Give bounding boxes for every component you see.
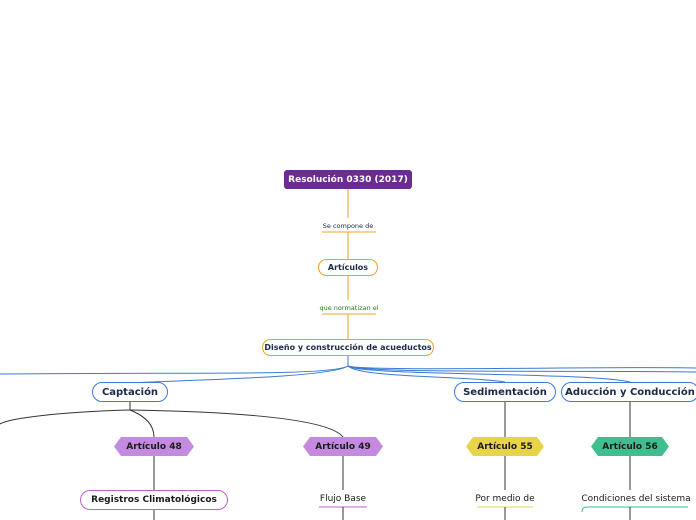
connector-curve [129, 409, 155, 438]
link-label-normatizan: que normatizan el [316, 302, 382, 314]
leaf-flujo-base[interactable]: Flujo Base [313, 492, 373, 506]
leaf-por-medio[interactable]: Por medio de [470, 492, 540, 506]
connector-curve [347, 365, 631, 383]
link-label-se-compone: Se compone de [318, 220, 378, 232]
leaf-label: Por medio de [475, 494, 535, 504]
hexagon-shape [114, 437, 194, 456]
leaf-label: Flujo Base [319, 494, 367, 504]
articulos-label: Artículos [327, 263, 369, 272]
connector-curve [0, 365, 349, 375]
hexagon-shape [591, 437, 669, 456]
connector-curve [129, 365, 349, 384]
hexagon-shape [466, 437, 544, 456]
leaf-condiciones[interactable]: Condiciones del sistema [581, 492, 691, 506]
connector-curve [347, 365, 506, 383]
article-48-node[interactable]: Artículo 48 [114, 437, 194, 456]
leaf-registros[interactable]: Registros Climatológicos [80, 490, 228, 510]
leaf-label: Condiciones del sistema [581, 494, 691, 504]
branch-aduccion[interactable]: Aducción y Conducción [561, 382, 696, 402]
link-label-text: que normatizan el [319, 304, 379, 312]
connector-curve [0, 409, 131, 425]
branch-sedimentacion[interactable]: Sedimentación [454, 382, 556, 402]
article-55-node[interactable]: Artículo 55 [466, 437, 544, 456]
connector-curve [347, 365, 696, 373]
hexagon-shape [303, 437, 383, 456]
link-label-text: Se compone de [322, 222, 374, 230]
root-label: Resolución 0330 (2017) [288, 174, 408, 185]
article-56-node[interactable]: Artículo 56 [591, 437, 669, 456]
article-label: Artículo 48 [126, 441, 182, 452]
design-node[interactable]: Diseño y construcción de acueductos [262, 339, 434, 356]
article-label: Artículo 49 [315, 441, 371, 452]
leaf-label: Registros Climatológicos [91, 495, 217, 505]
connector-curve [347, 365, 696, 370]
connector-underline [581, 506, 688, 513]
design-label: Diseño y construcción de acueductos [264, 343, 432, 352]
articulos-node[interactable]: Artículos [318, 259, 378, 276]
root-node[interactable]: Resolución 0330 (2017) [284, 170, 412, 189]
article-label: Artículo 56 [602, 441, 658, 452]
branch-label: Sedimentación [463, 386, 547, 398]
article-49-node[interactable]: Artículo 49 [303, 437, 383, 456]
connector-curve [129, 409, 344, 438]
branch-captacion[interactable]: Captación [92, 382, 168, 402]
branch-label: Aducción y Conducción [565, 386, 695, 398]
article-label: Artículo 55 [477, 441, 533, 452]
branch-label: Captación [101, 386, 159, 398]
